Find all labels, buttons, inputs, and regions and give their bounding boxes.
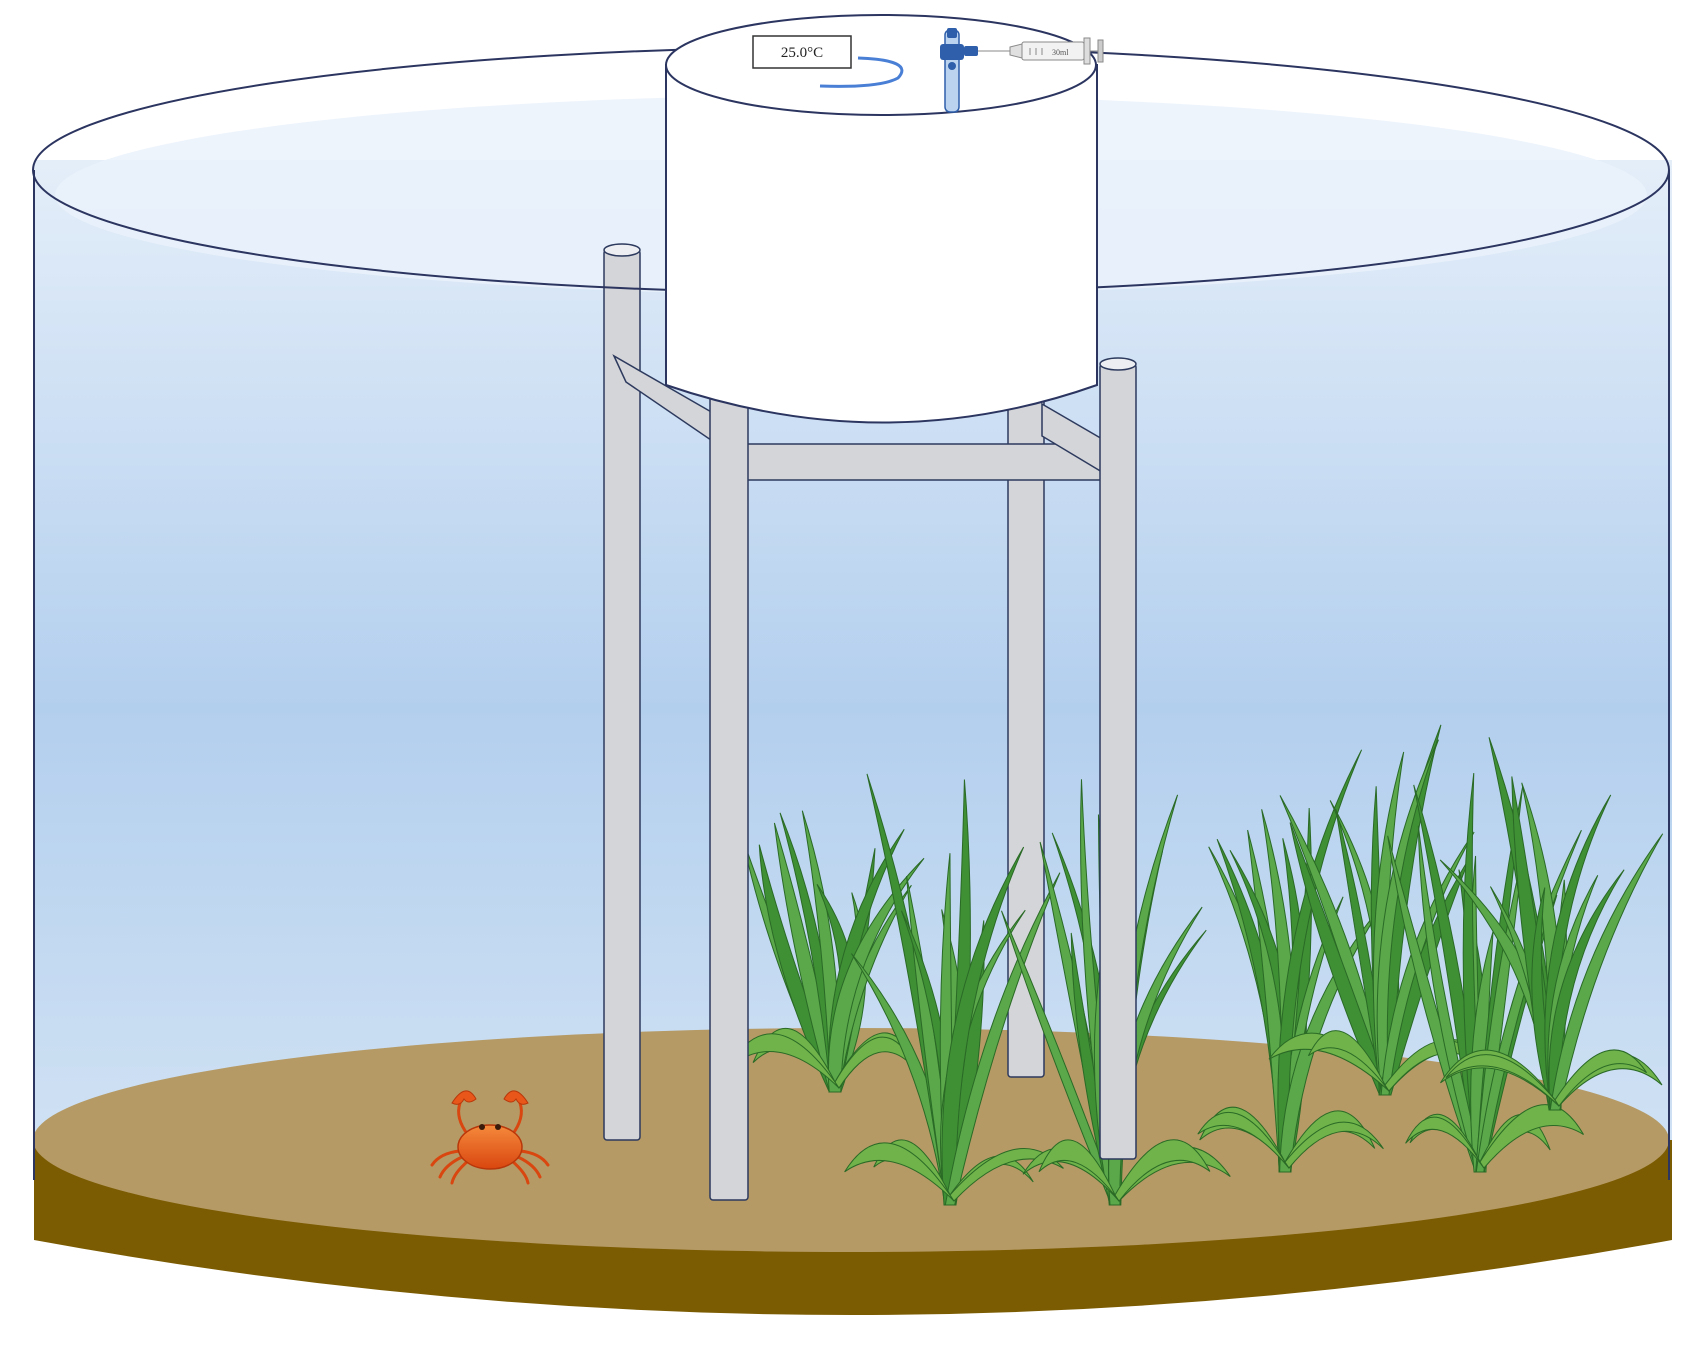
seagrass-leaf <box>1038 1139 1120 1202</box>
stand-front <box>709 348 1137 1201</box>
seagrass-leaf <box>1197 1111 1290 1169</box>
seagrass-clump <box>1439 737 1664 1111</box>
seagrass-leaf <box>1289 822 1392 1096</box>
seagrass-leaf <box>944 872 1061 1206</box>
stand-leg-back-left-cap <box>603 243 641 257</box>
seagrass-leaf <box>941 846 1025 1206</box>
seagrass-clump <box>1197 749 1387 1173</box>
crab-icon <box>430 1090 550 1185</box>
seagrass-leaf <box>1445 1054 1560 1107</box>
seagrass-clump <box>726 810 925 1093</box>
syringe-label: 30ml <box>1052 48 1069 57</box>
seagrass-leaf <box>1376 739 1439 1096</box>
sediment-surface <box>33 1028 1669 1252</box>
seagrass-leaf <box>1380 831 1475 1096</box>
seagrass-leaf <box>1405 1116 1485 1169</box>
seagrass-leaf <box>1307 1030 1390 1092</box>
stand-brace-front <box>741 443 1111 481</box>
temperature-display <box>752 35 852 69</box>
chamber-top <box>665 14 1097 116</box>
temperature-readout: 25.0°C <box>781 45 823 61</box>
seagrass-leaf <box>1554 1049 1647 1107</box>
seagrass-leaf <box>1001 910 1120 1206</box>
seagrass-leaf <box>1549 833 1664 1111</box>
syringe-icon: 30ml <box>978 37 1104 65</box>
seagrass-leaf <box>1114 1139 1211 1202</box>
sediment <box>33 1028 1672 1315</box>
seagrass-leaf <box>1479 1104 1584 1169</box>
stand-leg-front-right <box>1099 363 1137 1160</box>
seagrass-clump <box>1387 773 1584 1173</box>
seagrass-clump <box>844 773 1064 1206</box>
chamber-body <box>665 64 1098 424</box>
stand-leg-front-left <box>709 354 749 1201</box>
valve-icon <box>940 28 978 113</box>
sampling-port: 30ml <box>940 28 1104 113</box>
thermostat: 25.0°C <box>752 35 904 88</box>
stand-leg-front-right-cap <box>1099 357 1137 371</box>
seagrass-icon <box>726 724 1664 1206</box>
seagrass-leaf <box>949 1148 1064 1202</box>
seagrass-leaf <box>844 1142 955 1202</box>
incubation-chamber <box>665 14 1098 424</box>
seagrass-leaf <box>827 857 925 1093</box>
seagrass-leaf <box>1284 1121 1384 1169</box>
heater-coil-icon <box>819 56 904 88</box>
